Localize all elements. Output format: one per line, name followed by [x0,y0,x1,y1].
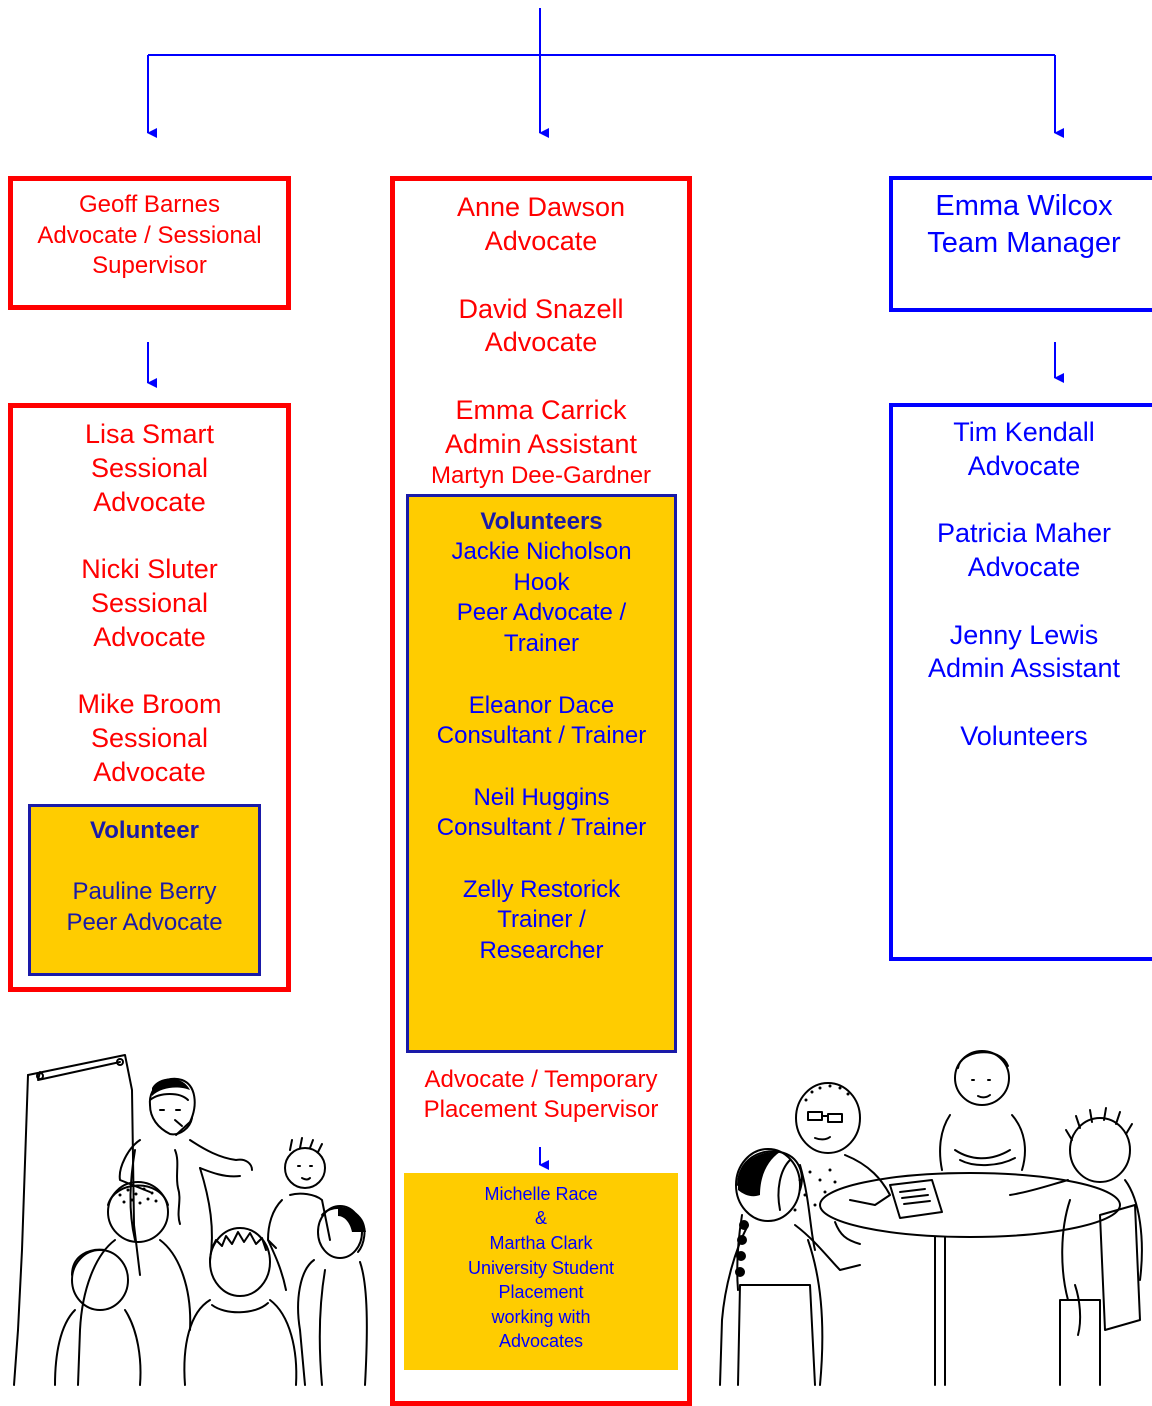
staff-role: Sessional [90,453,209,483]
staff-role: Admin Assistant [444,429,638,459]
volunteer-role: Peer Advocate [66,909,223,936]
staff-role: Advocate [93,487,206,517]
staff-name: Jenny Lewis [949,620,1099,650]
supervisor-role: Advocate / Sessional [37,222,262,249]
volunteer-name: Jackie Nicholson [451,538,632,565]
right-staff-box [889,403,1152,961]
team-manager-role: Team Manager [927,227,1121,259]
staff-name: Martyn Dee-Gardner [430,462,652,489]
volunteer-name: Eleanor Dace [468,692,615,719]
volunteer-name-cont: Hook [513,569,570,596]
student-name: Martha Clark [489,1233,593,1253]
staff-name: Patricia Maher [936,518,1112,548]
students-box [404,1173,678,1370]
volunteer-role: Peer Advocate / [456,599,627,626]
students-role: working with [491,1307,591,1327]
volunteers-label: Volunteers [960,721,1088,751]
students-ampersand: & [534,1208,547,1228]
staff-name: Tim Kendall [953,417,1095,447]
volunteer-name: Pauline Berry [72,878,217,905]
placement-supervisor-role-cont: Placement Supervisor [423,1096,659,1123]
team-manager-name: Emma Wilcox [935,190,1113,222]
students-role: Advocates [498,1331,584,1351]
team-manager-box [889,176,1152,312]
staff-name: Emma Carrick [455,395,627,425]
staff-role: Advocate [93,622,206,652]
staff-role: Sessional [90,723,209,753]
staff-role: Sessional [90,588,209,618]
staff-role: Advocate [484,226,598,256]
staff-name: Nicki Sluter [81,554,218,584]
staff-name: Mike Broom [77,689,222,719]
staff-name: Anne Dawson [456,192,626,222]
students-role: University Student [467,1258,615,1278]
student-name: Michelle Race [484,1184,598,1204]
volunteer-role: Consultant / Trainer [436,814,647,841]
volunteer-role-cont: Trainer [503,630,580,657]
staff-role: Advocate [484,327,598,357]
students-role: Placement [498,1282,584,1302]
supervisor-name: Geoff Barnes [79,191,220,218]
volunteer-name: Neil Huggins [473,784,610,811]
staff-name: Lisa Smart [84,419,215,449]
volunteers-box [406,494,677,1053]
staff-role: Advocate [967,552,1081,582]
staff-role: Advocate [93,757,206,787]
volunteer-heading: Volunteer [90,817,199,844]
staff-name: David Snazell [458,294,624,324]
volunteer-role: Trainer / [497,906,586,933]
volunteer-role: Consultant / Trainer [436,722,647,749]
placement-supervisor-role: Advocate / Temporary [424,1066,658,1093]
volunteer-name: Zelly Restorick [462,876,621,903]
volunteers-heading: Volunteers [480,508,603,535]
staff-role: Admin Assistant [927,653,1121,683]
volunteer-role-cont: Researcher [479,937,604,964]
supervisor-box [8,176,291,310]
volunteer-box [28,804,261,976]
staff-role: Advocate [967,451,1081,481]
sessional-staff-box [8,403,291,992]
supervisor-role-cont: Supervisor [92,252,207,279]
